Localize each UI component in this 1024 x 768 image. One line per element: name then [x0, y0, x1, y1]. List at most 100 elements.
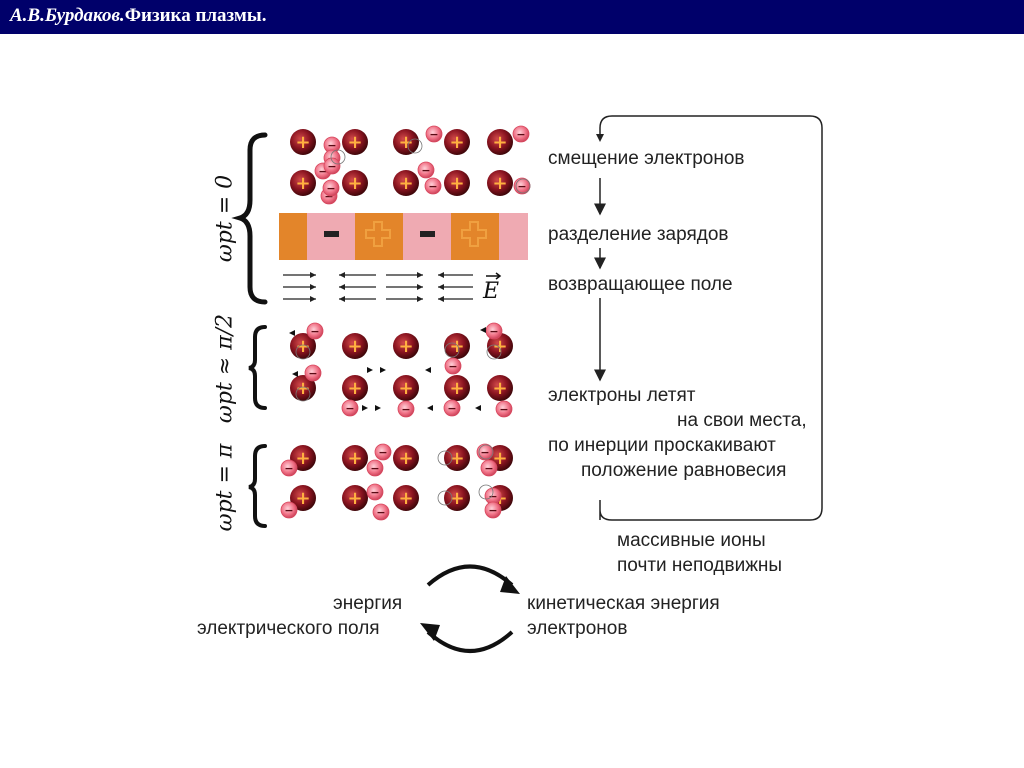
motion-arrow: [380, 367, 386, 373]
equilibrium-ring: [330, 149, 346, 165]
ion-particle: +: [444, 445, 470, 471]
electron-particle: −: [280, 501, 298, 519]
negative-layer: [451, 213, 499, 260]
energy-to-kinetic-arrow: [426, 564, 514, 587]
ion-particle: +: [393, 375, 419, 401]
plus-sign: +: [398, 173, 413, 194]
equilibrium-ring: [515, 178, 531, 194]
minus-sign: −: [447, 402, 456, 415]
ion-particle: +: [444, 485, 470, 511]
ion-particle: +: [290, 485, 316, 511]
motion-arrow: [427, 405, 433, 411]
brace-phase-pi: [248, 444, 267, 528]
header-title: А.В.Бурдаков.Физика плазмы.: [10, 5, 266, 27]
kinetic-to-energy-arrow: [426, 630, 514, 653]
electron-particle: −: [374, 443, 392, 461]
electron-particle: −: [495, 400, 513, 418]
ion-particle: +: [444, 333, 470, 359]
motion-arrow: [367, 367, 373, 373]
minus-sign: −: [401, 403, 410, 416]
electron-particle: −: [323, 157, 341, 175]
electron-particle: −: [484, 501, 502, 519]
ion-particle: +: [444, 170, 470, 196]
ion-particle: +: [444, 129, 470, 155]
plus-sign: +: [347, 488, 362, 509]
phase-label-pi: ωpt = π: [212, 443, 238, 532]
motion-arrow: [292, 371, 298, 377]
minus-sign: −: [480, 446, 489, 459]
header-bar: А.В.Бурдаков.Физика плазмы.: [0, 0, 1024, 34]
negative-layer: [279, 213, 307, 260]
plus-sign: +: [347, 378, 362, 399]
equilibrium-ring: [295, 344, 311, 360]
minus-sign-icon: [420, 231, 435, 237]
plus-sign: +: [295, 448, 310, 469]
electron-particle: −: [424, 177, 442, 195]
minus-sign: −: [370, 462, 379, 475]
ion-particle: +: [342, 333, 368, 359]
ion-particle: +: [290, 333, 316, 359]
field-arrowhead: [339, 272, 345, 278]
step-return-line3: по инерции проскакивают: [548, 435, 776, 456]
plus-sign: +: [295, 378, 310, 399]
plus-sign: +: [347, 132, 362, 153]
minus-sign: −: [517, 180, 526, 193]
electron-particle: −: [366, 483, 384, 501]
electron-particle: −: [341, 399, 359, 417]
equilibrium-ring: [437, 450, 453, 466]
plus-sign: +: [295, 132, 310, 153]
minus-sign: −: [318, 165, 327, 178]
minus-sign: −: [429, 128, 438, 141]
motion-arrow: [289, 330, 295, 336]
minus-sign: −: [308, 367, 317, 380]
ion-particle: +: [342, 445, 368, 471]
electron-particle: −: [425, 125, 443, 143]
phase-label-half-pi: ωpt ≈ π/2: [212, 313, 238, 424]
field-vector-arrow-icon: [486, 272, 502, 280]
electron-particle: −: [443, 399, 461, 417]
brace-phase-0: [231, 132, 268, 305]
ion-particle: +: [487, 333, 513, 359]
motion-arrow: [480, 327, 486, 333]
loop-arrowhead-icon: [596, 134, 604, 142]
electric-field-arrows: [283, 272, 473, 302]
field-arrowhead: [339, 296, 345, 302]
minus-sign: −: [327, 160, 336, 173]
ion-particle: +: [290, 170, 316, 196]
plus-sign: +: [449, 173, 464, 194]
electron-particle: −: [372, 503, 390, 521]
charge-separation-strip: [279, 213, 528, 260]
ion-particle: +: [487, 170, 513, 196]
minus-sign: −: [376, 506, 385, 519]
minus-sign: −: [326, 182, 335, 195]
equilibrium-ring: [486, 344, 502, 360]
ion-particle: +: [393, 445, 419, 471]
header-subject: Физика плазмы.: [124, 5, 267, 26]
ion-particle: +: [290, 375, 316, 401]
plus-sign: +: [398, 378, 413, 399]
energy-kinetic-line2: электронов: [527, 618, 628, 639]
field-arrowhead: [417, 272, 423, 278]
minus-sign: −: [488, 490, 497, 503]
minus-sign: −: [488, 504, 497, 517]
plus-sign: +: [347, 448, 362, 469]
minus-sign: −: [428, 180, 437, 193]
plus-sign: +: [492, 336, 507, 357]
plus-sign: +: [347, 173, 362, 194]
plus-sign: +: [449, 132, 464, 153]
plus-sign: +: [295, 336, 310, 357]
plus-sign: +: [492, 173, 507, 194]
minus-sign: −: [421, 164, 430, 177]
plus-sign: +: [492, 132, 507, 153]
step-separation: разделение зарядов: [548, 224, 729, 245]
minus-sign: −: [378, 446, 387, 459]
plus-sign: +: [295, 173, 310, 194]
electron-particle: −: [512, 125, 530, 143]
plus-sign: +: [398, 336, 413, 357]
ion-particle: +: [342, 170, 368, 196]
field-arrowhead: [310, 284, 316, 290]
plus-sign: +: [347, 336, 362, 357]
electron-particle: −: [280, 459, 298, 477]
motion-arrow: [475, 405, 481, 411]
